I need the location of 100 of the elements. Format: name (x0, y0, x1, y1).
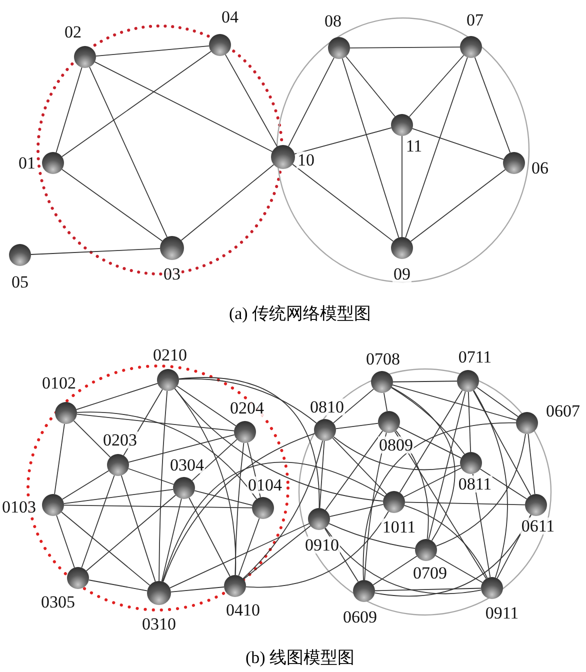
connector-line (374, 588, 482, 592)
node-label: 0104 (247, 476, 283, 494)
connector-line (468, 392, 472, 452)
connector-line (128, 468, 174, 485)
connector-line (174, 388, 384, 502)
connector-line (319, 440, 325, 508)
connector-line (234, 442, 244, 576)
connector-line (294, 127, 392, 154)
connector-line (394, 430, 487, 580)
node-label: 0203 (102, 432, 138, 448)
node-label: 02 (64, 24, 82, 40)
connector-line (364, 432, 387, 580)
connector-line (178, 378, 317, 424)
connector-line (408, 54, 464, 118)
connector-line (404, 502, 526, 506)
connector-line (292, 164, 394, 242)
connector-line (89, 66, 168, 238)
node-label: 0103 (1, 498, 37, 516)
connector-line (480, 468, 528, 500)
connector-line (332, 388, 374, 424)
connector-line (473, 390, 508, 578)
connector-line (412, 128, 504, 160)
connector-line (346, 56, 396, 117)
connector-line (128, 434, 235, 463)
connector-line (392, 384, 517, 420)
connector-line (243, 525, 311, 580)
connector-line (474, 56, 511, 154)
node-label: 0911 (484, 604, 520, 622)
node-label: 10 (296, 152, 316, 168)
connector-line (428, 391, 466, 540)
node-label: 0910 (304, 536, 340, 554)
connector-line (170, 586, 224, 592)
node-label: 0102 (41, 374, 77, 392)
connector-line (383, 392, 388, 412)
connector-line (342, 58, 400, 238)
connector-line (192, 439, 238, 481)
connector-line (61, 512, 150, 586)
node-label: 11 (404, 138, 424, 154)
connector-line (335, 422, 379, 430)
connector-line (403, 468, 462, 498)
connector-line (62, 168, 163, 242)
node-label: 0811 (457, 476, 493, 492)
connector-line (472, 390, 532, 496)
node-label: 05 (10, 274, 30, 290)
node-label: 0607 (545, 402, 581, 420)
connector-line (63, 488, 174, 504)
connector-line (96, 46, 210, 56)
node-label: 04 (220, 8, 240, 26)
connector-line (410, 169, 506, 242)
node-label: 07 (466, 12, 484, 28)
connector-line (288, 57, 334, 147)
connector-line (398, 426, 462, 459)
connector-line (324, 430, 384, 511)
connector-line (158, 390, 168, 582)
connector-line (54, 423, 65, 495)
node-label: 08 (324, 12, 342, 30)
connector-line (392, 380, 458, 382)
connector-line (328, 523, 416, 549)
connector-line (329, 504, 384, 518)
connector-line (76, 412, 258, 500)
connector-line (390, 387, 465, 455)
node-label: 0810 (309, 398, 345, 416)
node-label: 06 (530, 160, 550, 176)
connector-line (178, 377, 320, 508)
connector-line (62, 470, 110, 500)
connector-line (162, 433, 316, 582)
connector-line (350, 46, 460, 48)
connector-line (76, 382, 158, 410)
connector-line (435, 555, 483, 583)
node-label: 0310 (141, 616, 177, 632)
connector-line (399, 390, 463, 494)
node-label: 01 (18, 154, 36, 172)
connector-line (120, 475, 156, 582)
node-label: 0611 (520, 518, 556, 534)
connector-line (476, 386, 518, 418)
connector-line (88, 580, 148, 592)
connector-line (333, 436, 461, 470)
connector-line (161, 498, 182, 582)
connector-line (162, 462, 385, 582)
connector-line (81, 474, 115, 568)
connector-line (363, 422, 516, 580)
connector-line (436, 433, 526, 547)
connector-line (30, 248, 160, 255)
connector-line (224, 54, 278, 147)
connector-line (64, 504, 252, 508)
node-label: 0305 (40, 594, 76, 610)
node-label: 09 (392, 266, 412, 282)
connector-line (94, 62, 273, 152)
figure-caption: (a) 传统网络模型图 (228, 303, 372, 325)
node-label: 03 (162, 266, 182, 282)
connector-line (246, 511, 389, 588)
connector-line (86, 494, 176, 572)
connector-line (242, 440, 324, 579)
connector-line (169, 523, 310, 588)
connector-line (374, 514, 532, 597)
node-label: 0609 (342, 608, 378, 626)
connector-line (194, 490, 253, 506)
connector-line (188, 497, 230, 577)
connector-line (405, 56, 468, 238)
node-label: 0708 (365, 350, 401, 368)
